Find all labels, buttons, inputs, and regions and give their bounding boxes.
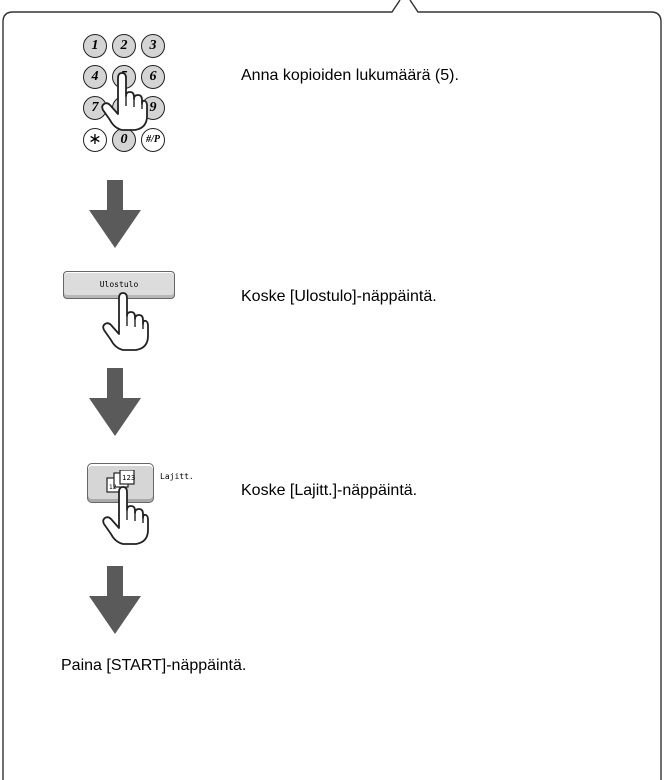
svg-text:123: 123	[122, 474, 135, 482]
down-arrow-icon	[89, 566, 141, 634]
svg-text:12: 12	[109, 484, 117, 491]
step-3-text: Koske [Lajitt.]-näppäintä.	[241, 482, 418, 499]
key-3[interactable]: 3	[141, 34, 165, 58]
down-arrow-icon	[89, 180, 141, 248]
key-6[interactable]: 6	[141, 65, 165, 89]
step-4-text: Paina [START]-näppäintä.	[61, 657, 247, 674]
key-1[interactable]: 1	[83, 34, 107, 58]
lajitt-button[interactable]: 123 12	[87, 463, 154, 503]
hand-pointer-icon	[101, 72, 148, 131]
key-0[interactable]: 0	[112, 128, 136, 152]
sort-icon: 123 12	[106, 470, 135, 493]
step-2-text: Koske [Ulostulo]-näppäintä.	[241, 288, 437, 305]
hand-pointer-icon	[102, 486, 149, 545]
lajitt-label: Lajitt.	[160, 472, 194, 481]
key-star[interactable]: ∗	[83, 128, 107, 152]
key-hash-p[interactable]: #/P	[141, 128, 165, 152]
hand-pointer-icon	[102, 292, 149, 351]
down-arrow-icon	[89, 368, 141, 436]
step-1-text: Anna kopioiden lukumäärä (5).	[241, 67, 459, 84]
key-2[interactable]: 2	[112, 34, 136, 58]
key-4[interactable]: 4	[83, 65, 107, 89]
